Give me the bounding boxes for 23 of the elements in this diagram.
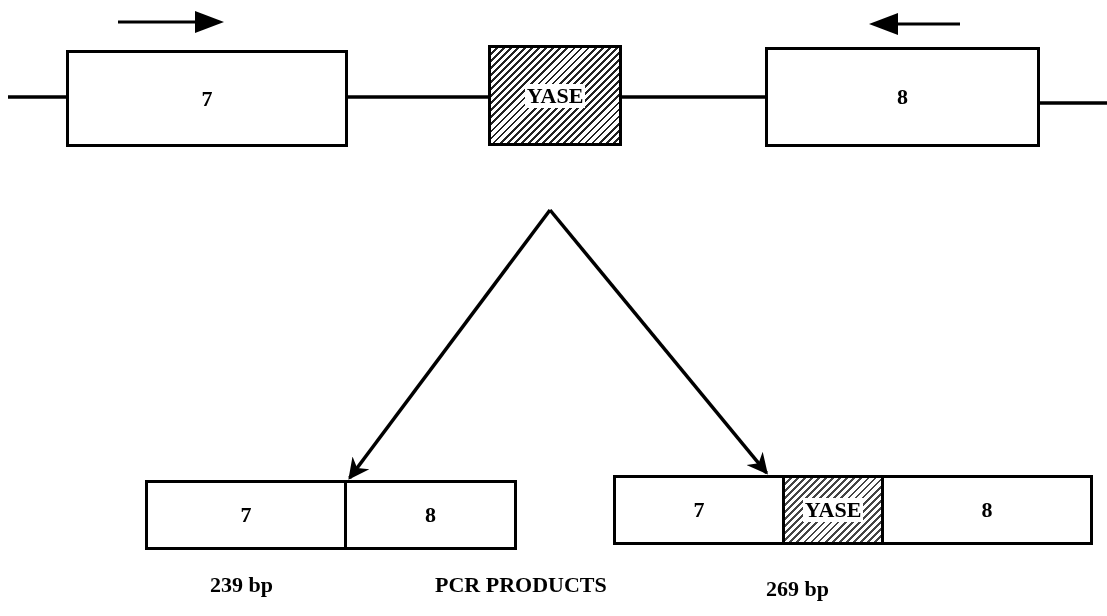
- pcr-product-bar: [613, 475, 1093, 545]
- dna-line: [1040, 101, 1107, 105]
- dna-line: [348, 95, 488, 99]
- segment-label: YASE: [802, 498, 864, 522]
- segment-label: 8: [425, 504, 436, 526]
- exon-box: [66, 50, 348, 147]
- segment-label: 7: [201, 87, 213, 110]
- insert-segment: [782, 478, 881, 542]
- segment-label: 8: [897, 86, 908, 108]
- insert-box: [488, 45, 622, 146]
- arrow: [348, 208, 552, 480]
- dna-line: [622, 95, 765, 99]
- arrow: [548, 208, 768, 475]
- pcr-product-bar: [145, 480, 517, 550]
- segment-label: 8: [981, 499, 993, 521]
- dna-line: [8, 95, 66, 99]
- segment-label: 7: [240, 504, 252, 526]
- segment-label: YASE: [524, 83, 586, 108]
- size-label: 269 bp: [766, 576, 829, 602]
- segment-label: 7: [693, 499, 705, 521]
- exon-box: [765, 47, 1040, 147]
- caption-label: PCR PRODUCTS: [435, 572, 607, 598]
- size-label: 239 bp: [210, 572, 273, 598]
